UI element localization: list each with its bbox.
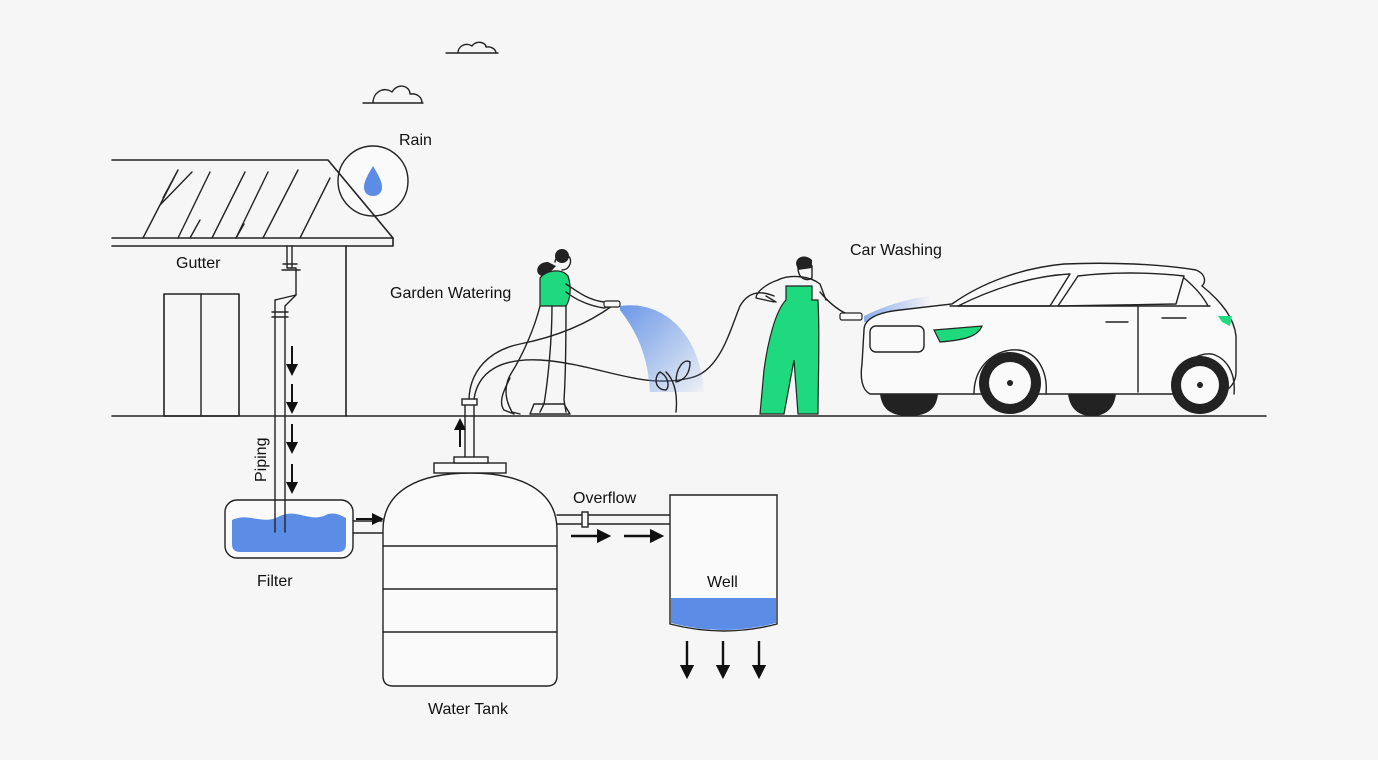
filter-label: Filter	[257, 573, 293, 590]
downpipe	[271, 245, 301, 531]
overflow-label: Overflow	[573, 490, 637, 507]
overflow-pipe	[556, 511, 671, 544]
cloud-icon	[362, 85, 424, 104]
garden-watering-label: Garden Watering	[390, 285, 511, 302]
cloud-icon	[445, 41, 499, 54]
plant-icon	[655, 360, 691, 413]
car	[860, 262, 1237, 416]
piping-label: Piping	[253, 438, 270, 482]
rain-drop-icon	[337, 145, 409, 217]
car-washing-label: Car Washing	[850, 242, 942, 259]
water-tank-label: Water Tank	[428, 701, 509, 718]
man-figure	[755, 256, 863, 415]
filter-tank	[224, 499, 384, 559]
woman-figure	[500, 249, 621, 415]
water-spray	[620, 305, 704, 392]
gutter-label: Gutter	[176, 255, 221, 272]
rain-label: Rain	[399, 132, 432, 149]
well-label: Well	[707, 574, 738, 591]
well	[669, 494, 778, 680]
house	[111, 159, 394, 417]
water-tank	[382, 398, 558, 687]
